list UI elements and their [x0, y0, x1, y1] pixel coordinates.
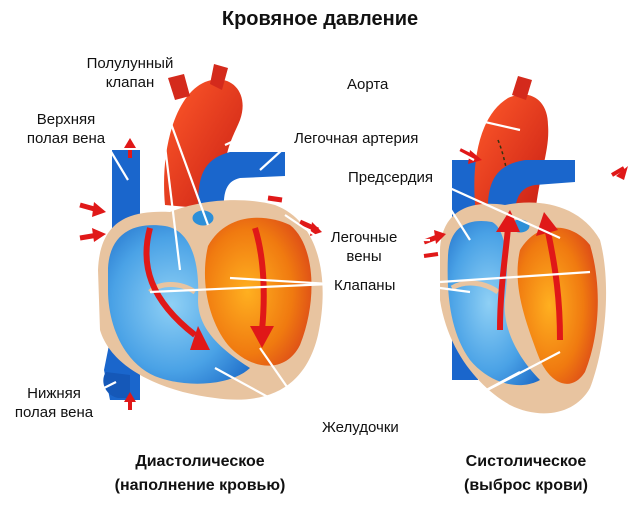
left-chambers-left [204, 217, 312, 366]
systole-heart [423, 76, 628, 414]
label-atria: Предсердия [348, 169, 433, 186]
label-semilunar-valve: Полулунный клапан [86, 55, 174, 91]
flow-arrow-up-right-2 [545, 231, 563, 341]
inferior-vena-cava-stub [103, 372, 130, 398]
label-aorta: Аорта [347, 76, 389, 93]
diagram-title: Кровяное давление [221, 8, 419, 30]
label-pulmonary-artery: Легочная артерия [294, 130, 419, 147]
leader-lines [103, 87, 591, 421]
label-pulmonary-veins: Легочные вены [330, 229, 398, 265]
caption-systole: Систолическое (выброс крови) [464, 453, 588, 494]
label-superior-vena-cava: Верхняя полая вена [26, 111, 106, 147]
aorta-branch-left [168, 74, 190, 100]
caption-diastole: Диастолическое (наполнение кровью) [114, 453, 286, 494]
diastole-heart [79, 64, 323, 410]
label-inferior-vena-cava: Нижняя полая вена [14, 385, 94, 421]
label-valves: Клапаны [334, 277, 396, 294]
label-ventricles: Желудочки [322, 419, 399, 436]
flow-arrow-up-right-1 [497, 227, 511, 331]
flow-arrow-right-left [143, 227, 197, 338]
right-chambers-left [108, 225, 250, 384]
right-chambers-right [447, 220, 540, 386]
